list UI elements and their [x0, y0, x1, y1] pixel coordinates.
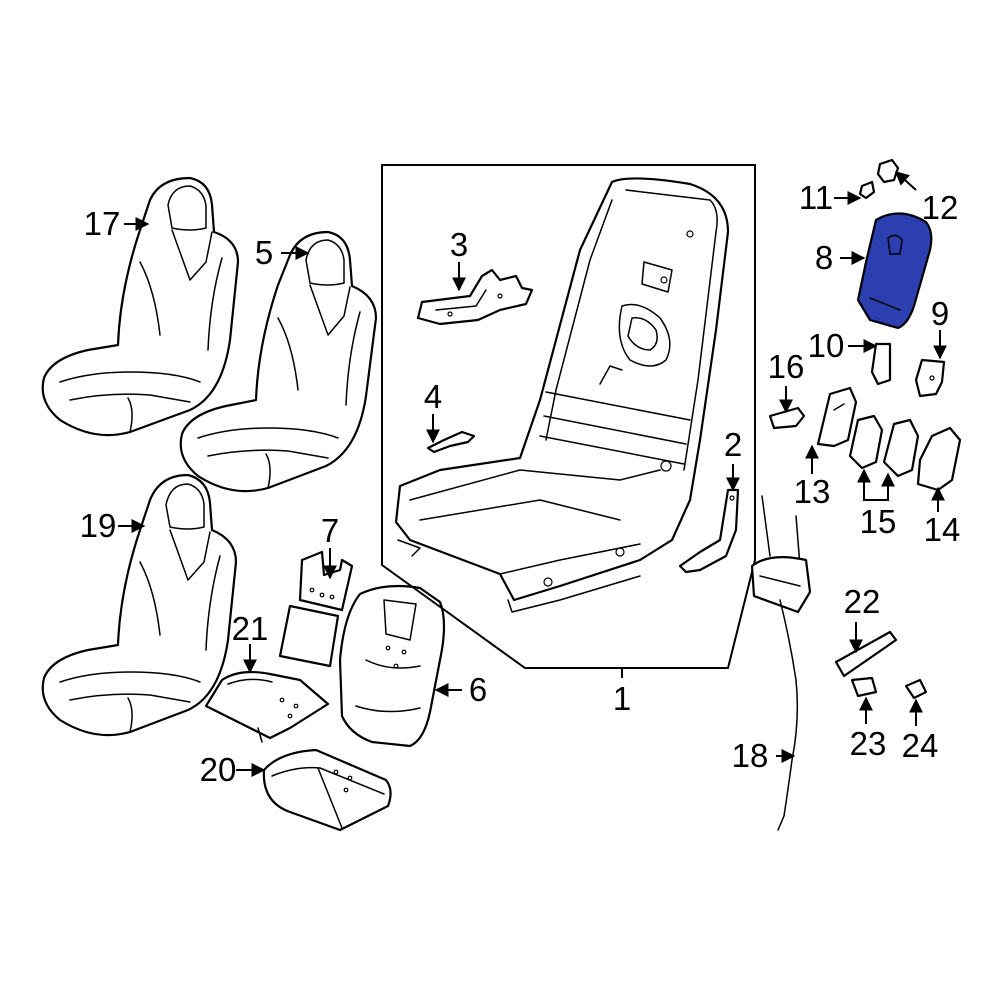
callout-2: 2 [724, 426, 742, 463]
callout-12: 12 [922, 189, 959, 226]
callout-3: 3 [450, 226, 468, 263]
part-21-cushion-pad[interactable] [204, 670, 330, 743]
part-24-connector[interactable] [904, 678, 928, 700]
part-2-side-trim[interactable] [678, 488, 740, 574]
callout-18: 18 [732, 737, 769, 774]
callout-21: 21 [232, 610, 269, 647]
part-8-back-panel[interactable] [856, 212, 933, 330]
callout-8: 8 [815, 239, 833, 276]
part-7-backrest-pad[interactable] [278, 550, 354, 668]
part-23-cap[interactable] [850, 676, 878, 698]
part-20-seat-cushion[interactable] [262, 748, 392, 832]
callout-13: 13 [794, 473, 831, 510]
part-9-bracket[interactable] [914, 358, 946, 398]
callout-4: 4 [424, 378, 442, 415]
part-4-clip[interactable] [426, 430, 476, 454]
seat-assembly-17[interactable] [41, 176, 240, 437]
callout-9: 9 [931, 295, 949, 332]
callout-15: 15 [860, 503, 897, 540]
callout-24: 24 [902, 727, 939, 764]
part-3-bracket[interactable] [416, 268, 534, 326]
part-10-bracket[interactable] [870, 342, 892, 386]
callout-22: 22 [844, 583, 881, 620]
seat-assembly-19[interactable] [41, 473, 238, 737]
seat-frame-group-box [381, 164, 756, 678]
part-13-side-cover[interactable] [816, 386, 858, 448]
part-12-clip[interactable] [876, 158, 900, 184]
callout-6: 6 [469, 671, 487, 708]
part-11-clip[interactable] [858, 180, 876, 200]
seat-assembly-5[interactable] [179, 230, 378, 493]
callout-7: 7 [321, 512, 339, 549]
part-6-seatback-cover[interactable] [338, 584, 446, 748]
part-22-trim-strip[interactable] [834, 630, 898, 678]
callout-23: 23 [850, 725, 887, 762]
leader-lines [118, 171, 947, 777]
seat-frame-1[interactable] [394, 177, 730, 613]
callout-10: 10 [808, 327, 845, 364]
callout-1: 1 [613, 680, 631, 717]
part-14-side-cover[interactable] [916, 426, 962, 492]
callout-11: 11 [799, 179, 833, 216]
callout-labels: 1 2 3 4 5 6 7 8 9 10 11 12 13 14 15 16 1… [80, 179, 961, 788]
callout-16: 16 [768, 348, 805, 385]
callout-14: 14 [924, 511, 961, 548]
callout-20: 20 [200, 751, 237, 788]
part-18-wiring-harness[interactable] [750, 495, 812, 831]
callout-5: 5 [255, 234, 273, 271]
part-16-switch[interactable] [768, 406, 806, 430]
part-15-side-covers[interactable] [848, 414, 920, 478]
callout-17: 17 [84, 205, 121, 242]
callout-19: 19 [80, 507, 117, 544]
